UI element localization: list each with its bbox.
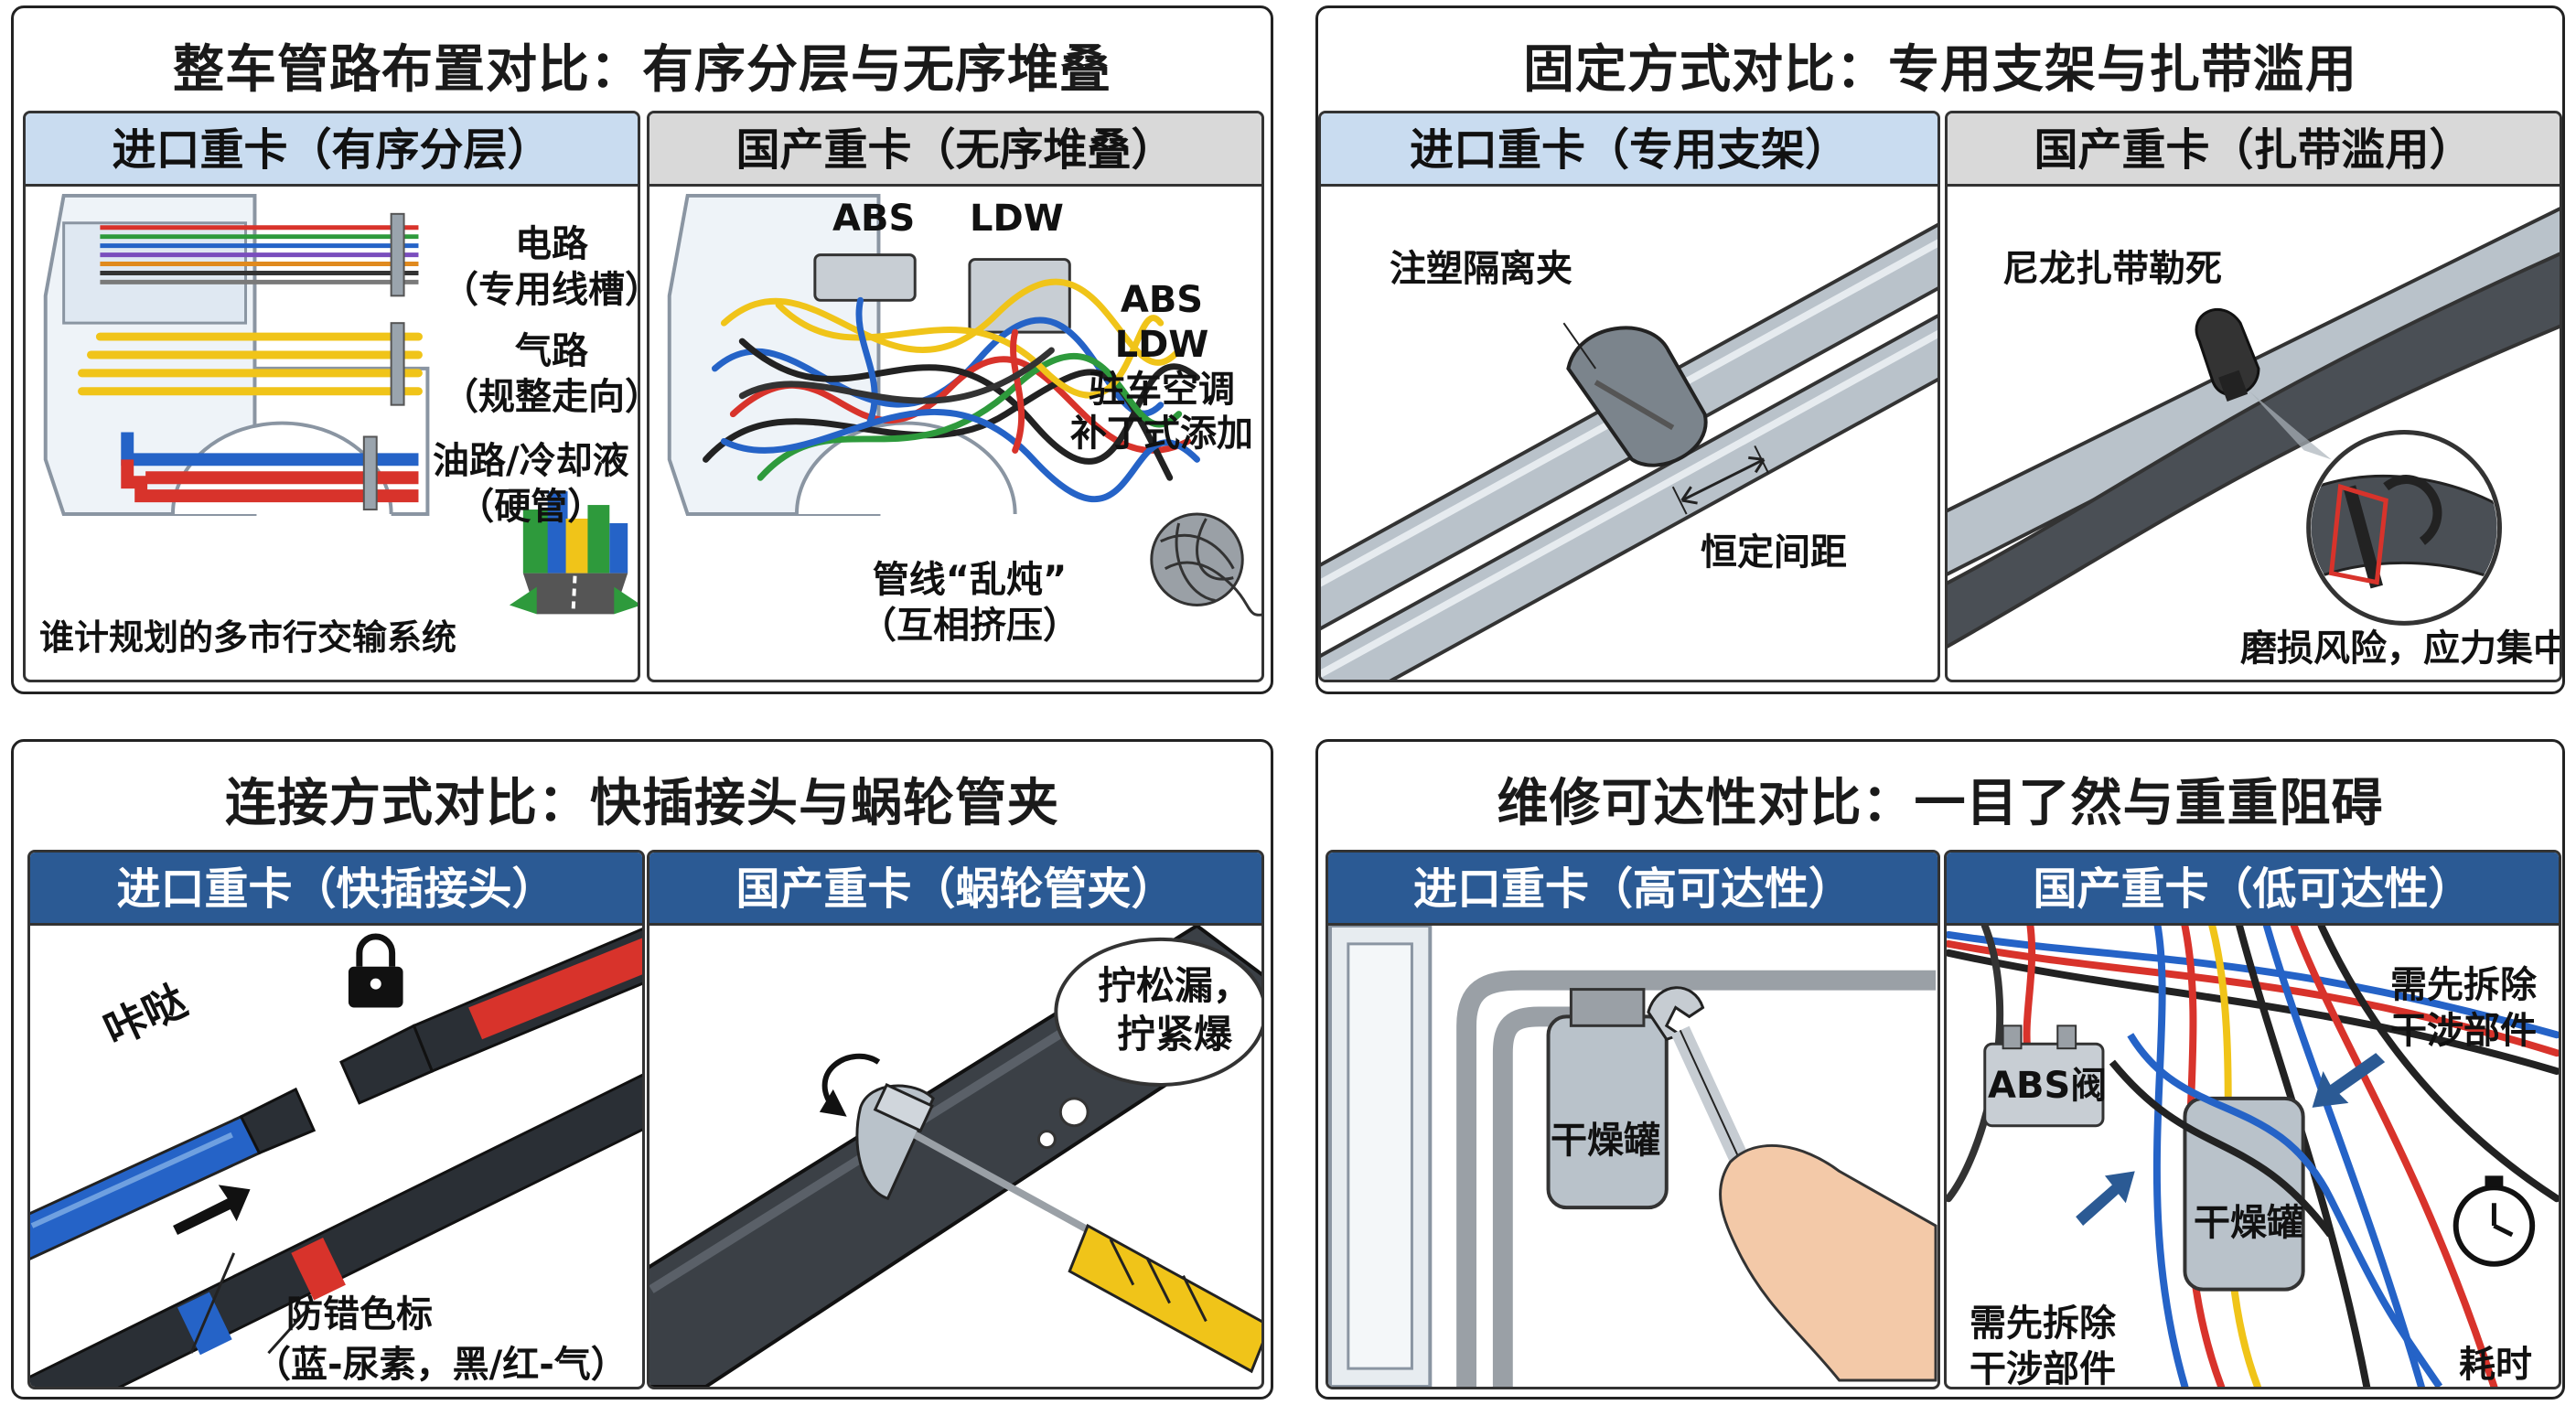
arrow-icon xyxy=(2076,1171,2135,1227)
clip-label: 注塑隔离夹 xyxy=(1390,248,1572,290)
remove-parts-label: 需先拆除干涉部件 xyxy=(2390,964,2537,1052)
risk-label: 磨损风险，应力集中 xyxy=(2240,627,2562,670)
thought-bubble: 拧松漏，拧紧爆 xyxy=(1098,963,1252,1056)
truck-layered-illustration: 电路（专用线槽） 气路（规整走向） 油路/冷却液（硬管） 谁计规划的多市行交输系… xyxy=(26,187,638,680)
section-title: 连接方式对比：快插接头与蜗轮管夹 xyxy=(225,774,1059,833)
domestic-fixing-panel: 国产重卡（扎带滥用） xyxy=(1945,111,2562,682)
remove-parts-label: 需先拆除干涉部件 xyxy=(1970,1303,2116,1389)
color-code-label: 防错色标 xyxy=(286,1293,433,1335)
panel-header: 国产重卡（无序堆叠） xyxy=(649,113,1261,187)
obstructed-access-illustration: 需先拆除干涉部件 ABS阀 干燥罐 需先拆除干涉部件 耗时 xyxy=(1947,926,2559,1387)
oil-label: 油路/冷却液（硬管） xyxy=(433,440,629,528)
dryer-label: 干燥罐 xyxy=(1551,1120,1660,1162)
fixing-comparison-section: 固定方式对比：专用支架与扎带滥用 进口重卡（专用支架） 注塑隔离夹 xyxy=(1315,5,2565,694)
panel-header: 国产重卡（蜗轮管夹） xyxy=(649,853,1261,926)
time-label: 耗时 xyxy=(2459,1344,2532,1386)
imported-fixing-panel: 进口重卡（专用支架） 注塑隔离夹 恒定间距 xyxy=(1318,111,1940,682)
imported-access-panel: 进口重卡（高可达性） 干燥罐 xyxy=(1326,850,1940,1389)
ldw-box-label: LDW xyxy=(970,198,1064,240)
domestic-layout-panel: 国产重卡（无序堆叠） xyxy=(647,111,1264,682)
city-icon xyxy=(509,491,638,615)
color-code-sub: （蓝-尿素，黑/红-气） xyxy=(254,1344,628,1386)
quick-connector-illustration: 咔哒 防错色标 （蓝-尿素，黑/红-气） xyxy=(30,926,642,1387)
panel-header: 进口重卡（快插接头） xyxy=(30,853,642,926)
yarn-ball-icon xyxy=(1150,512,1261,617)
section-title: 整车管路布置对比：有序分层与无序堆叠 xyxy=(173,40,1111,100)
arrow-icon xyxy=(173,1185,251,1235)
layout-comparison-section: 整车管路布置对比：有序分层与无序堆叠 进口重卡（有序分层） xyxy=(11,5,1273,694)
easy-access-illustration: 干燥罐 xyxy=(1328,926,1937,1387)
maintenance-comparison-section: 维修可达性对比：一目了然与重重阻碍 进口重卡（高可达性） xyxy=(1315,739,2565,1400)
connection-comparison-section: 连接方式对比：快插接头与蜗轮管夹 进口重卡（快插接头） xyxy=(11,739,1273,1400)
clip-illustration: 注塑隔离夹 恒定间距 xyxy=(1321,187,1937,680)
caption: 谁计规划的多市行交输系统 xyxy=(39,617,457,658)
imported-connection-panel: 进口重卡（快插接头） xyxy=(27,850,645,1389)
section-title: 维修可达性对比：一目了然与重重阻碍 xyxy=(1497,774,2384,833)
section-title: 固定方式对比：专用支架与扎带滥用 xyxy=(1523,40,2357,100)
panel-header: 进口重卡（高可达性） xyxy=(1328,853,1937,926)
worm-clamp-illustration: 拧松漏，拧紧爆 xyxy=(649,926,1261,1387)
dryer-label: 干燥罐 xyxy=(2194,1202,2303,1244)
arrow-icon xyxy=(2312,1053,2386,1108)
panel-header: 进口重卡（专用支架） xyxy=(1321,113,1937,187)
domestic-access-panel: 国产重卡（低可达性） xyxy=(1944,850,2561,1389)
spacing-label: 恒定间距 xyxy=(1701,531,1847,574)
air-label: 气路（规整走向） xyxy=(442,330,640,418)
abs-box-label: ABS xyxy=(832,198,916,240)
caption: 管线“乱炖”（互相挤压） xyxy=(860,559,1079,647)
imported-layout-panel: 进口重卡（有序分层） xyxy=(23,111,640,682)
stopwatch-icon xyxy=(2453,1175,2536,1267)
domestic-connection-panel: 国产重卡（蜗轮管夹） xyxy=(647,850,1264,1389)
panel-header: 国产重卡（低可达性） xyxy=(1947,853,2559,926)
tie-label: 尼龙扎带勒死 xyxy=(2002,248,2222,290)
abs-valve-label: ABS阀 xyxy=(1988,1065,2108,1107)
screwdriver-icon xyxy=(913,1132,1261,1374)
lock-icon xyxy=(348,933,403,1008)
panel-header: 进口重卡（有序分层） xyxy=(26,113,638,187)
panel-header: 国产重卡（扎带滥用） xyxy=(1948,113,2560,187)
circuit-label: 电路（专用线槽） xyxy=(442,223,640,311)
zip-tie-illustration: 尼龙扎带勒死 磨损风险，应力集中 xyxy=(1948,187,2560,680)
